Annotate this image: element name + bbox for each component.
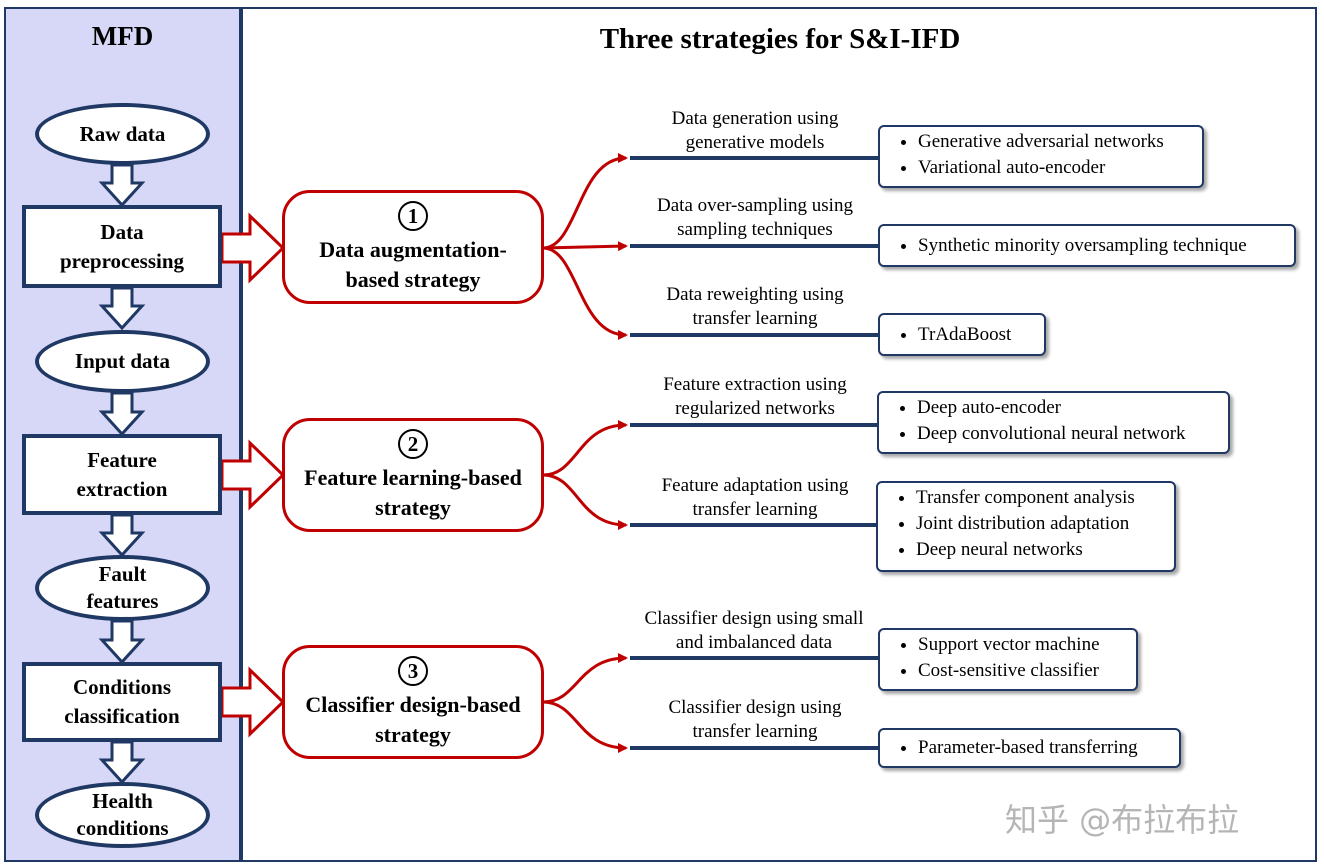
branch-connector	[542, 246, 628, 340]
strategy-number: 3	[398, 656, 428, 686]
detail-item: Deep neural networks	[916, 537, 1166, 563]
detail-item: Deep auto-encoder	[917, 395, 1220, 421]
detail-item: Transfer component analysis	[916, 485, 1166, 511]
detail-item: Variational auto-encoder	[918, 155, 1194, 181]
strategy-label: Data augmentation- based strategy	[319, 237, 507, 292]
branch-label: Data over-sampling using sampling techni…	[657, 195, 853, 240]
step-input-data: Input data	[35, 330, 210, 393]
detail-item: Deep convolutional neural network	[917, 421, 1220, 447]
watermark: 知乎 @布拉布拉	[1005, 801, 1240, 839]
strategy-3-box: 3 Classifier design-based strategy	[282, 645, 544, 759]
flow-arrow	[98, 619, 146, 665]
flow-arrow	[98, 391, 146, 437]
detail-item: TrAdaBoost	[918, 322, 1036, 348]
branch-connector	[542, 153, 628, 250]
detail-item: Joint distribution adaptation	[916, 511, 1166, 537]
detail-box: Parameter-based transferring	[878, 728, 1181, 768]
flow-arrow	[98, 286, 146, 331]
strategy-number: 2	[398, 429, 428, 459]
branch-connector	[542, 473, 628, 530]
mfd-title: MFD	[91, 20, 154, 51]
branch-label: Data reweighting using transfer learning	[666, 284, 844, 329]
strategy-arrow	[220, 666, 286, 738]
branch-connector	[542, 241, 628, 252]
branch-label: Feature extraction using regularized net…	[663, 374, 847, 419]
detail-item: Parameter-based transferring	[918, 735, 1171, 761]
branch-label: Classifier design using transfer learnin…	[668, 697, 842, 742]
strategy-2-box: 2 Feature learning-based strategy	[282, 418, 544, 532]
step-data-preprocessing: Data preprocessing	[22, 205, 222, 288]
branch-connector	[542, 700, 628, 753]
detail-box: Deep auto-encoder Deep convolutional neu…	[877, 391, 1230, 454]
detail-box: Synthetic minority oversampling techniqu…	[878, 224, 1296, 267]
detail-item: Synthetic minority oversampling techniqu…	[918, 233, 1286, 259]
flow-arrow	[98, 513, 146, 558]
branch-connector	[542, 420, 628, 477]
strategy-arrow	[220, 439, 286, 511]
step-health-conditions: Health conditions	[35, 782, 210, 848]
branch-label: Data generation using generative models	[671, 108, 839, 153]
branch-connector	[542, 653, 628, 704]
strategy-number: 1	[398, 201, 428, 231]
step-fault-features: Fault features	[35, 555, 210, 621]
strategy-label: Classifier design-based strategy	[305, 692, 521, 747]
main-title: Three strategies for S&I-IFD	[599, 22, 961, 55]
detail-box: Generative adversarial networks Variatio…	[878, 125, 1204, 188]
strategy-arrow	[220, 212, 286, 284]
detail-item: Support vector machine	[918, 632, 1128, 658]
branch-label: Classifier design using small and imbala…	[644, 608, 864, 653]
step-raw-data: Raw data	[35, 103, 210, 165]
strategy-1-box: 1 Data augmentation- based strategy	[282, 190, 544, 304]
detail-item: Generative adversarial networks	[918, 129, 1194, 155]
strategy-label: Feature learning-based strategy	[304, 465, 522, 520]
detail-box: TrAdaBoost	[878, 313, 1046, 356]
branch-label: Feature adaptation using transfer learni…	[661, 475, 849, 520]
flow-arrow	[98, 740, 146, 785]
step-conditions-classification: Conditions classification	[22, 662, 222, 742]
detail-item: Cost-sensitive classifier	[918, 658, 1128, 684]
detail-box: Support vector machine Cost-sensitive cl…	[878, 628, 1138, 691]
step-feature-extraction: Feature extraction	[22, 434, 222, 515]
flow-arrow	[98, 163, 146, 208]
detail-box: Transfer component analysis Joint distri…	[876, 481, 1176, 572]
